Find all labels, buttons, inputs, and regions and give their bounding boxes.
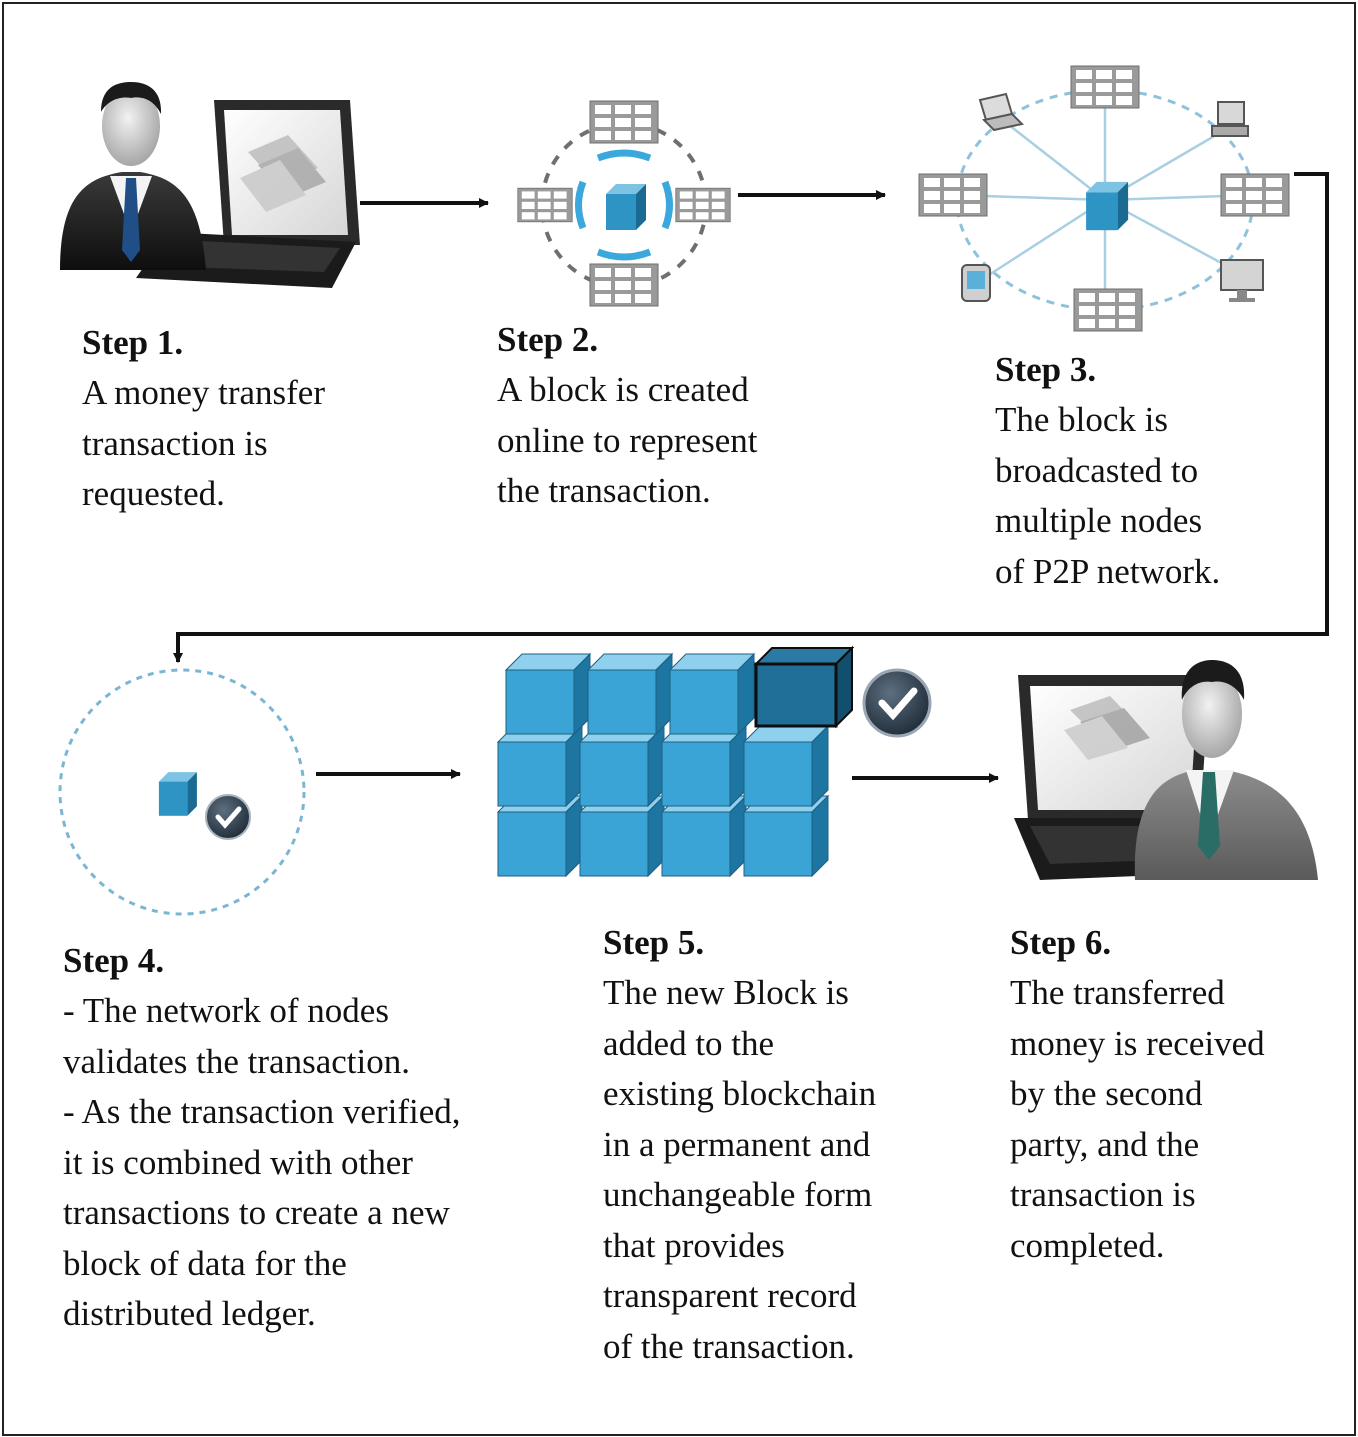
step-5-line: of the transaction.: [603, 1326, 855, 1366]
person-laptop-icon: [60, 82, 360, 288]
step-2-title: Step 2.: [497, 320, 599, 359]
step-5-line: in a permanent and: [603, 1124, 871, 1164]
step-4-line: validates the transaction.: [63, 1041, 410, 1081]
step-1-line: A money transfer: [82, 373, 325, 412]
step-6-block: Step 6. The transferred money is receive…: [1010, 918, 1265, 1271]
step-5-line: unchangeable form: [603, 1175, 873, 1214]
step-5-line: added to the: [603, 1023, 775, 1063]
step-4-line: distributed ledger.: [63, 1294, 316, 1333]
step-4-line: transactions to create a new: [63, 1193, 450, 1232]
step-6-line: by the second: [1010, 1074, 1203, 1113]
checkmark-icon: [205, 794, 251, 840]
step-1-title: Step 1.: [82, 323, 184, 362]
step-4-line: - The network of nodes: [63, 991, 389, 1030]
step-5-line: that provides: [603, 1225, 785, 1265]
step-1-line: transaction is: [82, 423, 268, 463]
block-server-ring-icon: [517, 100, 731, 307]
step-1-line: requested.: [82, 474, 225, 513]
step-4-block: Step 4. - The network of nodes validates…: [63, 936, 461, 1340]
step-6-line: transaction is: [1010, 1175, 1196, 1214]
p2p-network-icon: [918, 65, 1290, 332]
step-6-line: party, and the: [1010, 1124, 1200, 1164]
step-3-line: broadcasted to: [995, 450, 1199, 490]
step-4-line: block of data for the: [63, 1243, 347, 1283]
step-5-title: Step 5.: [603, 923, 705, 962]
step-5-line: transparent record: [603, 1276, 857, 1315]
step-4-line: it is combined with other: [63, 1142, 413, 1182]
step-4-title: Step 4.: [63, 941, 165, 980]
step-2-line: online to represent: [497, 420, 758, 460]
person-laptop-receiver-icon: [1014, 660, 1318, 880]
step-3-block: Step 3. The block is broadcasted to mult…: [995, 345, 1220, 597]
step-3-line: multiple nodes: [995, 501, 1203, 540]
checkmark-icon: [862, 668, 932, 738]
step-2-line: the transaction.: [497, 471, 711, 510]
step-2-block: Step 2. A block is created online to rep…: [497, 315, 757, 517]
step-6-title: Step 6.: [1010, 923, 1112, 962]
step-5-block: Step 5. The new Block is added to the ex…: [603, 918, 876, 1372]
step-5-line: existing blockchain: [603, 1074, 877, 1113]
step-3-title: Step 3.: [995, 350, 1097, 389]
step-1-block: Step 1. A money transfer transaction is …: [82, 318, 325, 520]
validation-ring-icon: [58, 668, 306, 916]
step-3-line: The block is: [995, 400, 1169, 439]
step-6-line: completed.: [1010, 1225, 1165, 1265]
step-5-line: The new Block is: [603, 973, 849, 1012]
step-2-line: A block is created: [497, 370, 749, 409]
step-4-line: - As the transaction verified,: [63, 1092, 461, 1131]
step-6-line: money is received: [1010, 1023, 1265, 1063]
step-3-line: of P2P network.: [995, 551, 1221, 591]
step-6-line: The transferred: [1010, 973, 1225, 1012]
blockchain-grid-icon: [497, 645, 932, 877]
arrow-step3-to-step4: [173, 172, 1329, 663]
